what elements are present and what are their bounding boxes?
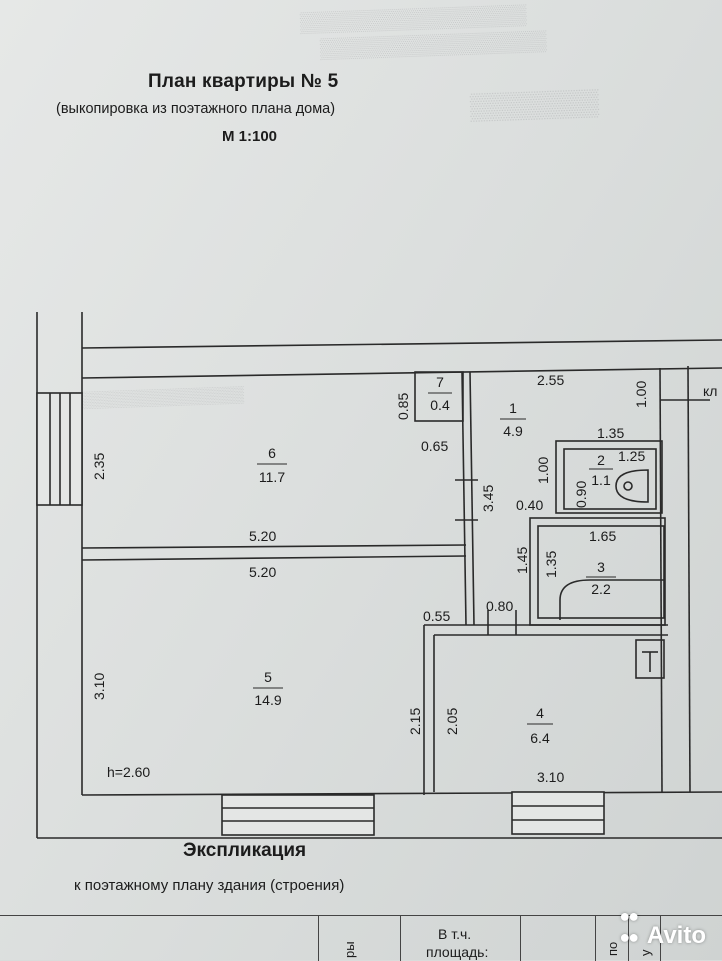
dim-bath-top: 1.35 bbox=[597, 425, 624, 441]
bathtub-icon bbox=[559, 579, 664, 620]
room-number-5: 5 bbox=[264, 669, 272, 685]
dim-bath-depth-b: 1.35 bbox=[543, 551, 559, 578]
dim-room5-height: 3.10 bbox=[91, 673, 107, 700]
room-number-2: 2 bbox=[597, 452, 605, 468]
table-header-rotated: по bbox=[605, 941, 620, 956]
page-subtitle: (выкопировка из поэтажного плана дома) bbox=[56, 101, 336, 117]
room-area-3: 2.2 bbox=[591, 581, 611, 597]
room-area-1: 4.9 bbox=[503, 423, 523, 439]
room-area-5: 14.9 bbox=[254, 692, 281, 708]
dim-room6-height: 2.35 bbox=[91, 453, 107, 480]
watermark: ●●●● Avito bbox=[619, 906, 706, 950]
room-area-2: 1.1 bbox=[591, 472, 611, 488]
partition-6-5 bbox=[81, 544, 467, 549]
dim-room7-depth: 0.85 bbox=[395, 393, 411, 420]
dim-wc-width: 1.25 bbox=[618, 448, 645, 464]
wall-top-inner bbox=[81, 367, 722, 379]
room-number-4: 4 bbox=[536, 705, 544, 721]
watermark-text: Avito bbox=[646, 922, 706, 949]
room-number-1: 1 bbox=[509, 400, 517, 416]
dim-hall-depth: 1.00 bbox=[633, 381, 649, 408]
table-col-divider bbox=[520, 916, 521, 961]
room-area-7: 0.4 bbox=[430, 397, 450, 413]
dim-kitchen-a: 2.15 bbox=[407, 708, 423, 735]
explication-table: ры В т.ч. площадь: по у bbox=[0, 915, 722, 961]
wall-corridor bbox=[461, 371, 467, 626]
dim-door-a: 0.55 bbox=[423, 608, 450, 624]
table-header-2: площадь: bbox=[426, 944, 489, 960]
wall-right-inner bbox=[659, 367, 663, 793]
wc-room-2 bbox=[555, 440, 663, 514]
dim-bath-width: 1.65 bbox=[589, 528, 616, 544]
dim-kitchen-width: 3.10 bbox=[537, 769, 564, 785]
dim-door-b: 0.80 bbox=[486, 598, 513, 614]
table-col-divider bbox=[318, 916, 319, 961]
dim-wc-small: 0.90 bbox=[573, 481, 589, 508]
dim-room7-width: 0.65 bbox=[421, 438, 448, 454]
room-number-3: 3 bbox=[597, 559, 605, 575]
wall-top-outer bbox=[81, 339, 722, 349]
window-bottom-1 bbox=[221, 794, 375, 836]
toilet-icon bbox=[615, 469, 649, 503]
explication-title: Экспликация bbox=[183, 840, 307, 861]
scale-label: М 1:100 bbox=[222, 128, 278, 145]
edge-label: кл bbox=[703, 383, 717, 399]
table-header: В т.ч. bbox=[438, 926, 472, 942]
dim-corridor-len: 3.45 bbox=[480, 485, 496, 512]
dim-bath-depth-a: 1.45 bbox=[514, 547, 530, 574]
dim-room5-width: 5.20 bbox=[249, 564, 276, 580]
dim-wc-depth: 1.00 bbox=[535, 457, 551, 484]
table-col-divider bbox=[595, 916, 596, 961]
ceiling-height: h=2.60 bbox=[107, 764, 150, 780]
room-number-6: 6 bbox=[268, 445, 276, 461]
watermark-logo-icon: ●●●● bbox=[619, 906, 639, 947]
wall-bottom-inner bbox=[81, 791, 722, 796]
table-header-rotated: у bbox=[638, 949, 653, 957]
table-col-divider bbox=[660, 916, 661, 961]
table-header-rotated: ры bbox=[342, 941, 357, 958]
room-area-6: 11.7 bbox=[259, 469, 285, 485]
table-col-divider bbox=[628, 916, 629, 961]
stove-icon bbox=[635, 639, 665, 679]
window-bottom-2 bbox=[511, 791, 605, 835]
page-title: План квартиры № 5 bbox=[148, 71, 339, 92]
dim-gap: 0.40 bbox=[516, 497, 543, 513]
dim-hall-width: 2.55 bbox=[537, 372, 564, 388]
dim-kitchen-b: 2.05 bbox=[444, 708, 460, 735]
bath-room-3 bbox=[529, 517, 666, 626]
dim-room6-width: 5.20 bbox=[249, 528, 276, 544]
wall-right-outer bbox=[687, 365, 691, 793]
table-col-divider bbox=[400, 916, 401, 961]
room-area-4: 6.4 bbox=[530, 730, 550, 746]
explication-subtitle: к поэтажному плану здания (строения) bbox=[74, 877, 345, 894]
room-number-7: 7 bbox=[436, 374, 444, 390]
